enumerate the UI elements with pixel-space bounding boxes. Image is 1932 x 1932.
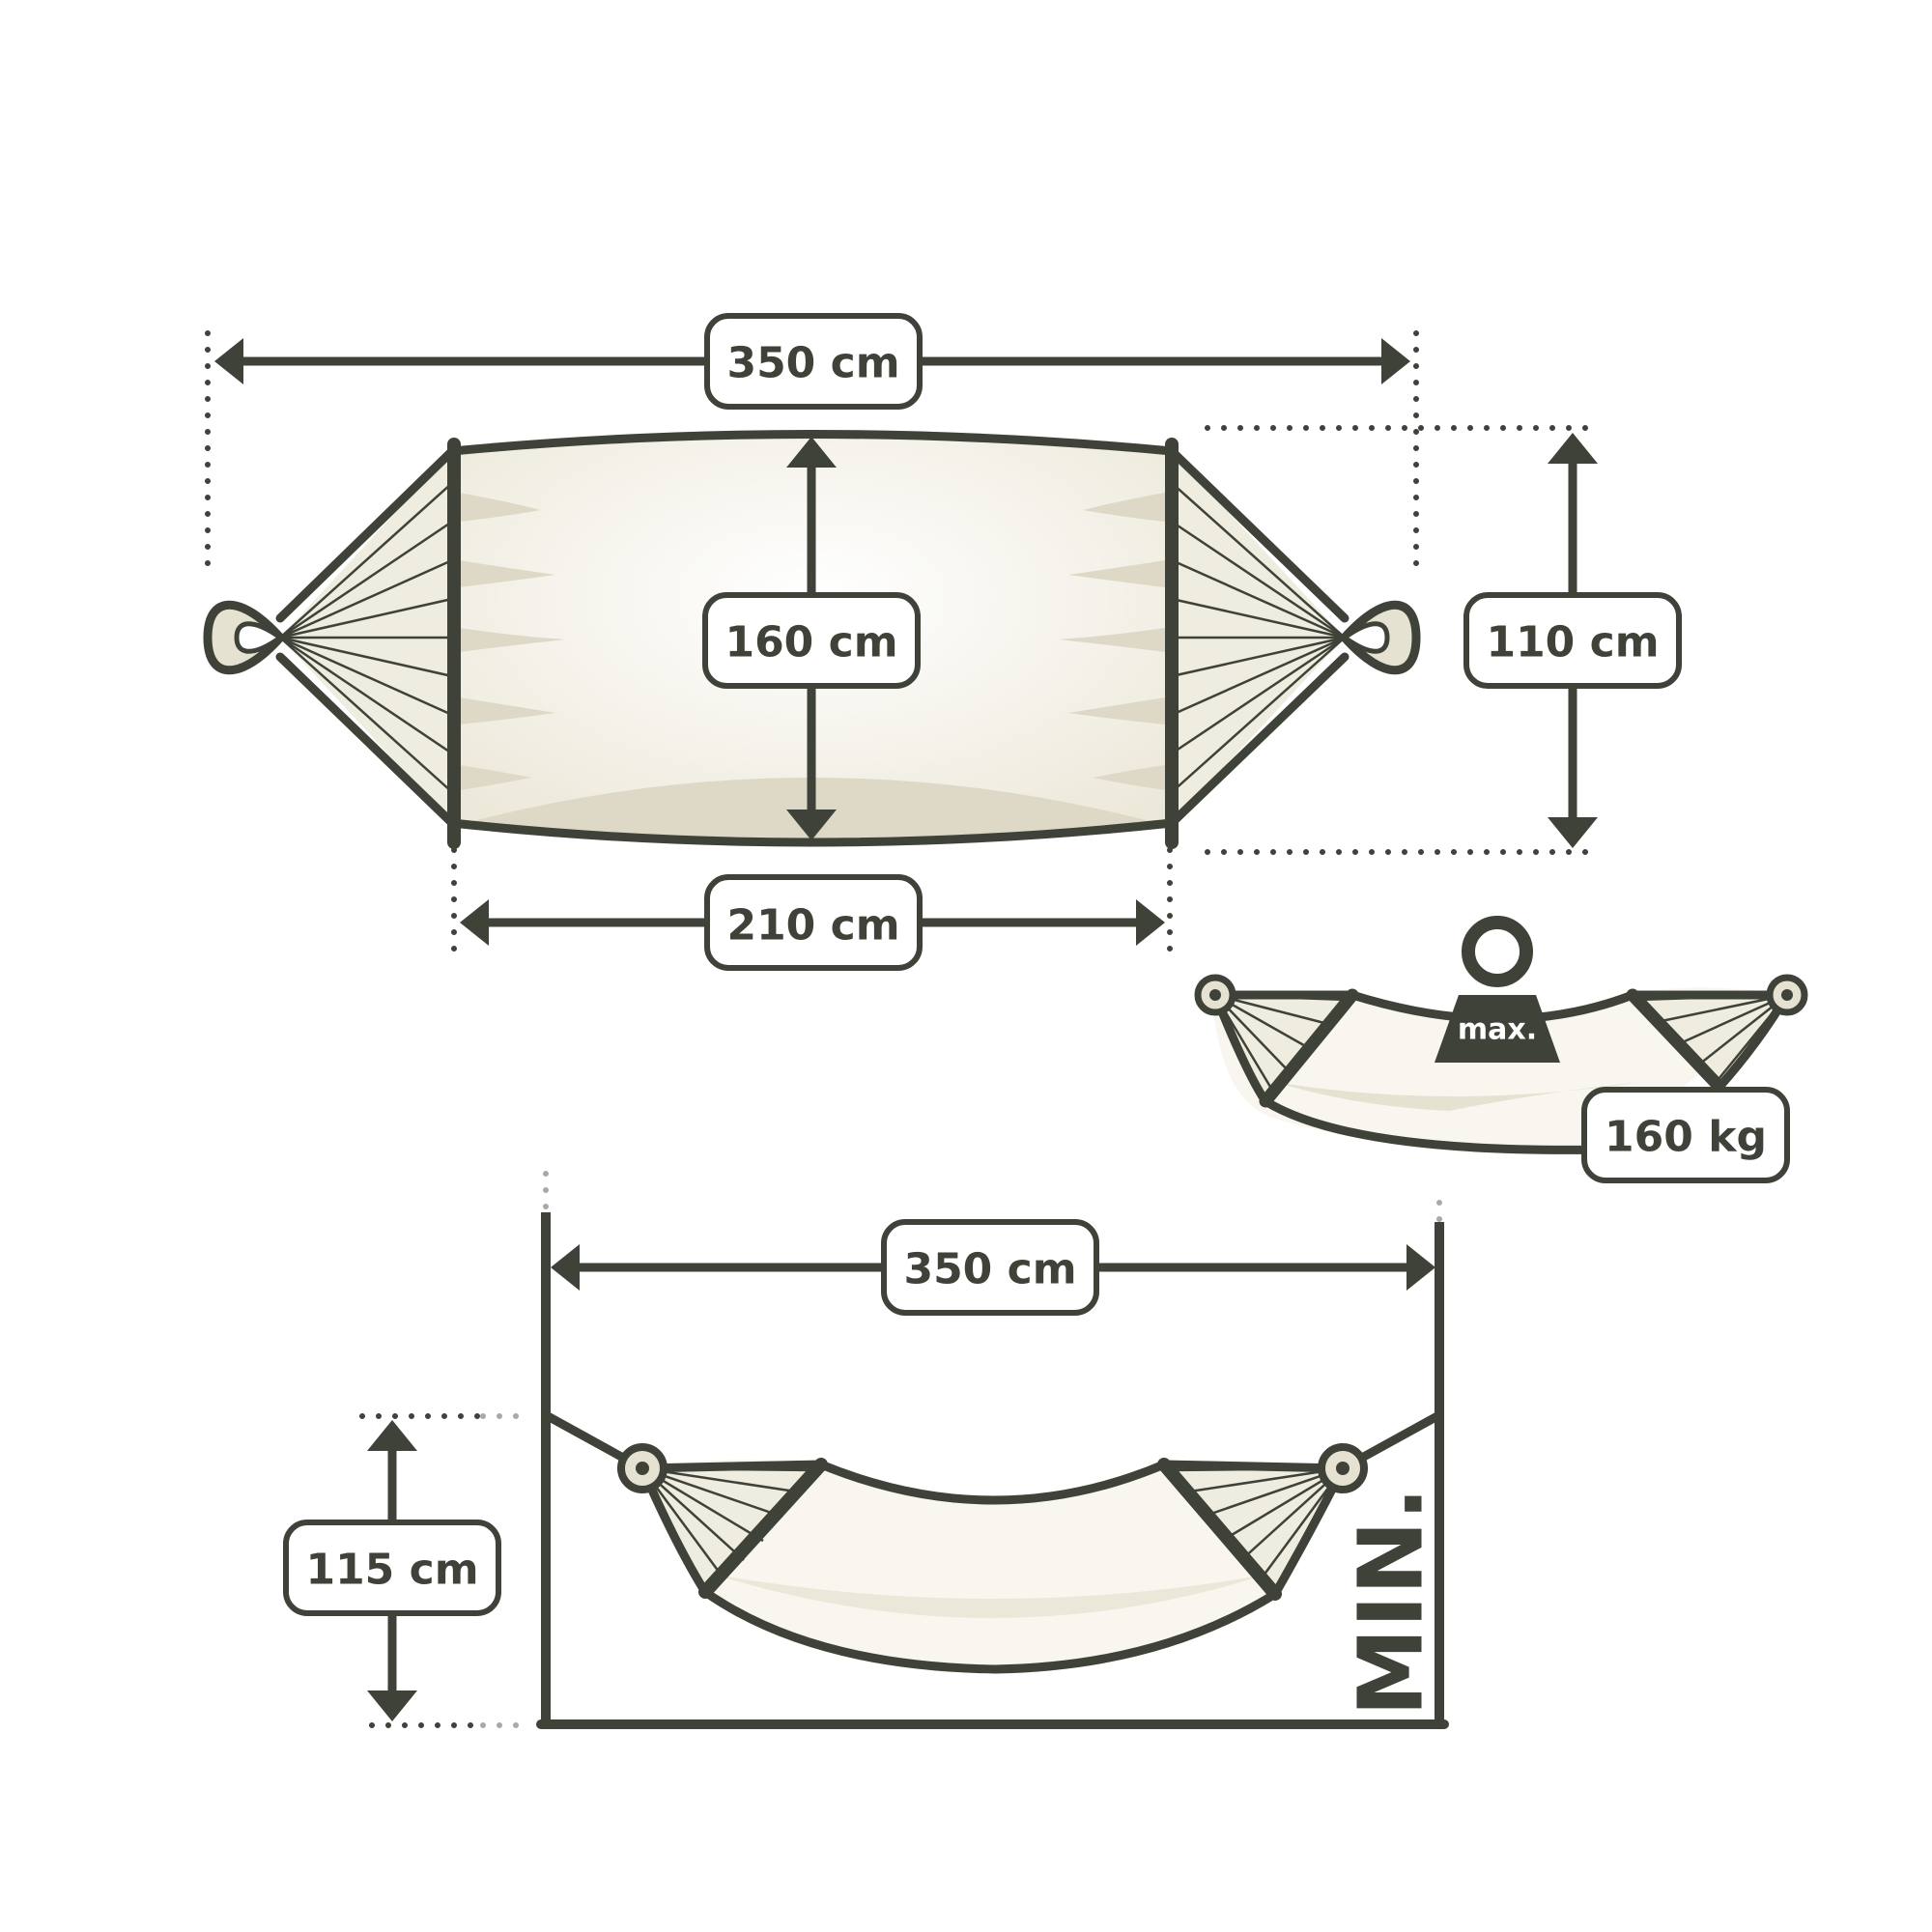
dimension-hanging-distance: 350 cm [551, 1219, 1435, 1316]
max-load-label: 160 kg [1605, 1113, 1767, 1162]
min-label: MIN. [1340, 1487, 1443, 1717]
left-strings [275, 446, 457, 828]
hanging-distance-label: 350 cm [903, 1245, 1076, 1294]
right-folds [1059, 493, 1165, 790]
dimension-width: 160 cm [702, 437, 921, 840]
right-strings [1167, 446, 1350, 828]
dimension-hanging-height: 115 cm [283, 1420, 501, 1721]
dimension-bed-length: 210 cm [460, 874, 1165, 971]
hanging-height-label: 115 cm [305, 1546, 478, 1595]
top-view: 350 cm 160 cm 110 cm 210 cm [203, 313, 1682, 971]
bed-length-label: 210 cm [726, 901, 899, 951]
dimension-spreader-width: 110 cm [1463, 433, 1682, 848]
width-label: 160 cm [724, 618, 897, 668]
max-label: max. [1458, 1013, 1537, 1047]
hanging-view: MIN. 350 cm 115 cm [283, 1171, 1449, 1729]
total-length-label: 350 cm [726, 339, 899, 388]
spreader-width-label: 110 cm [1486, 618, 1659, 668]
hanging-hammock-bed [642, 1460, 1343, 1669]
weight-icon: max. [1435, 916, 1560, 1063]
max-load-view: max. 160 kg [1194, 916, 1808, 1183]
dimension-total-length: 350 cm [214, 313, 1410, 410]
left-folds [459, 493, 565, 790]
